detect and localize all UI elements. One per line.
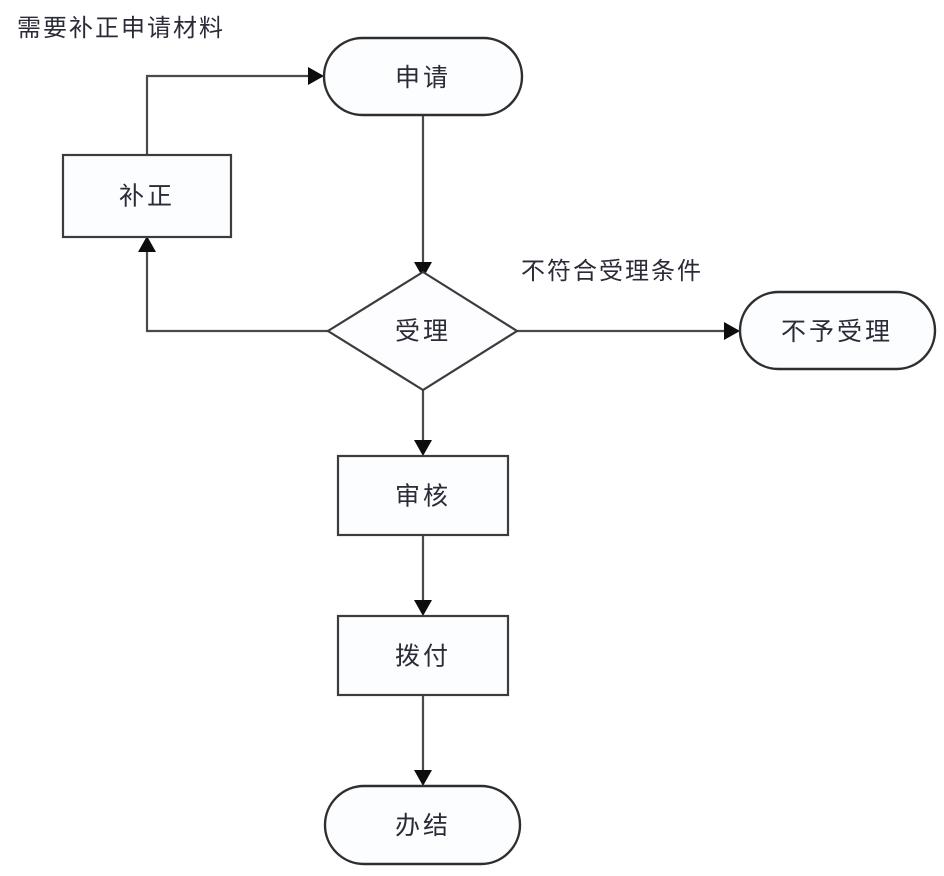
arrow-head-apply-accept (414, 262, 432, 278)
edge-review-to-disburse (414, 535, 432, 616)
edge-line-accept-correct (145, 252, 328, 333)
arrow-head-accept-reject (724, 322, 740, 340)
edge-disburse-to-complete (414, 695, 432, 786)
edge-label-not-meet-conditions: 不符合受理条件 (521, 257, 703, 285)
node-disburse-shape (336, 614, 510, 697)
edge-accept-to-correct (138, 236, 328, 333)
node-review-shape (336, 454, 510, 537)
arrow-head-disburse-complete (414, 770, 432, 786)
node-correct-shape (61, 153, 233, 239)
arrow-head-accept-correct (138, 236, 156, 252)
node-accept-label: 受理 (395, 317, 451, 346)
node-correct[interactable]: 补正 (61, 153, 233, 239)
node-reject-shape (738, 290, 937, 371)
arrow-head-correct-apply (308, 67, 324, 85)
node-apply-shape (322, 36, 524, 117)
node-apply[interactable]: 申请 (322, 36, 524, 117)
edge-label-need-correction: 需要补正申请材料 (17, 14, 225, 42)
edge-apply-to-accept (414, 115, 432, 278)
node-complete-label: 办结 (395, 811, 451, 840)
node-accept[interactable]: 受理 (325, 270, 520, 392)
edge-accept-to-review (414, 390, 432, 456)
node-complete-shape (323, 784, 522, 866)
node-complete[interactable]: 办结 (323, 784, 522, 866)
arrow-head-accept-review (414, 440, 432, 456)
node-disburse-label: 拨付 (395, 642, 451, 671)
node-disburse[interactable]: 拨付 (336, 614, 510, 697)
node-reject-label: 不予受理 (781, 317, 893, 346)
edge-accept-to-reject (517, 322, 740, 340)
edge-line-correct-apply (145, 74, 308, 155)
node-reject[interactable]: 不予受理 (738, 290, 937, 371)
node-review[interactable]: 审核 (336, 454, 510, 537)
node-accept-shape (325, 270, 520, 392)
node-review-label: 审核 (395, 482, 451, 511)
arrow-head-review-disburse (414, 600, 432, 616)
node-apply-label: 申请 (395, 63, 451, 92)
edge-correct-to-apply (145, 67, 324, 155)
node-correct-label: 补正 (119, 182, 175, 211)
